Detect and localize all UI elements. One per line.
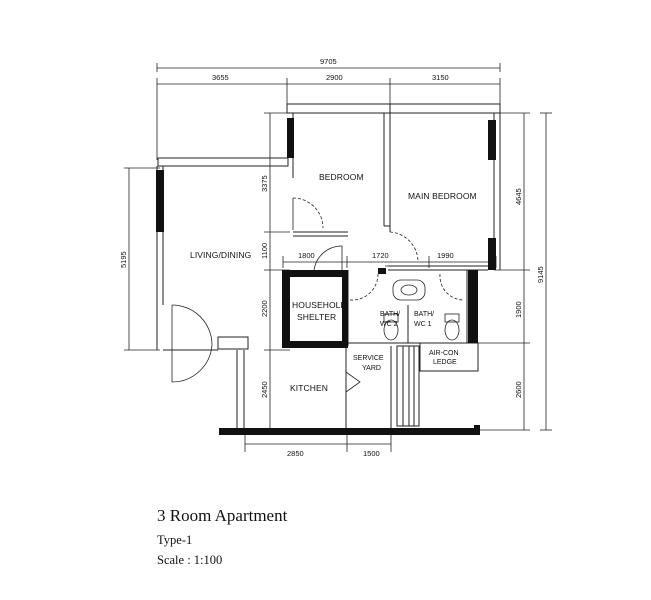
dim-top-total: 9705 <box>320 57 337 66</box>
dim-bottom-b: 1500 <box>363 449 380 458</box>
label-aircon-ledge-2: LEDGE <box>433 359 457 366</box>
dim-left-d: 2450 <box>260 381 269 398</box>
dim-left-a: 3375 <box>260 175 269 192</box>
plan-title: 3 Room Apartment <box>157 506 288 525</box>
thin-walls <box>156 103 501 430</box>
label-main-bedroom: MAIN BEDROOM <box>408 191 477 201</box>
label-bath-wc1-1: BATH/ <box>414 311 434 318</box>
label-service-yard-2: YARD <box>362 365 381 372</box>
dim-left-b: 1100 <box>260 243 269 259</box>
dim-right-a: 4645 <box>514 188 523 205</box>
label-aircon-ledge-1: AIR-CON <box>429 350 459 357</box>
dim-left-c: 2200 <box>260 300 269 317</box>
solid-walls <box>156 118 496 435</box>
label-bath-wc2-2: WC 2 <box>380 321 398 328</box>
dim-right-c: 2600 <box>514 381 523 398</box>
label-bedroom: BEDROOM <box>319 172 364 182</box>
label-kitchen: KITCHEN <box>290 383 328 393</box>
label-household-shelter-2: SHELTER <box>297 312 336 322</box>
label-household-shelter-1: HOUSEHOLD <box>292 300 347 310</box>
dim-mid-a: 1800 <box>298 251 315 260</box>
doors <box>171 197 465 393</box>
dimension-lines <box>124 63 552 452</box>
dim-top-b: 2900 <box>326 73 343 82</box>
dim-right-total: 9145 <box>536 266 545 283</box>
dim-mid-c: 1990 <box>437 251 454 260</box>
plan-type: Type-1 <box>157 533 193 547</box>
dim-left-total: 5195 <box>119 251 128 268</box>
plan-scale: Scale : 1:100 <box>157 553 223 567</box>
dim-bottom-a: 2850 <box>287 449 304 458</box>
label-service-yard-1: SERVICE <box>353 355 384 362</box>
dimension-labels: 9705 3655 2900 3150 1800 1720 1990 2850 … <box>119 57 545 458</box>
room-labels: BEDROOM MAIN BEDROOM LIVING/DINING HOUSE… <box>190 172 477 393</box>
dim-top-a: 3655 <box>212 73 229 82</box>
dim-mid-b: 1720 <box>372 251 389 260</box>
label-living-dining: LIVING/DINING <box>190 250 251 260</box>
label-bath-wc2-1: BATH/ <box>380 311 400 318</box>
dim-top-c: 3150 <box>432 73 449 82</box>
label-bath-wc1-2: WC 1 <box>414 321 432 328</box>
dim-right-b: 1900 <box>514 301 523 318</box>
